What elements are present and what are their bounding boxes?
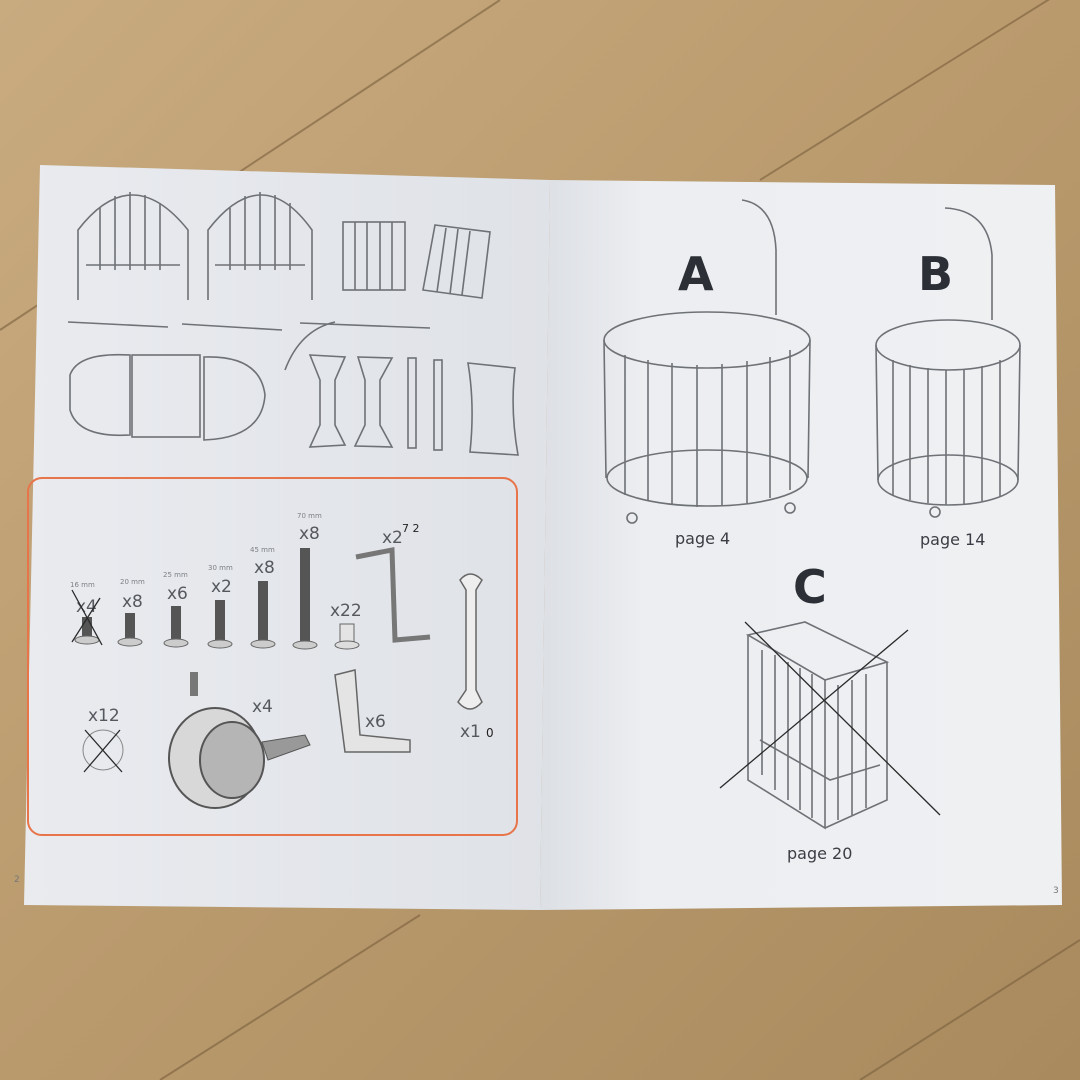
svg-text:page 14: page 14 bbox=[920, 530, 985, 549]
hardware-box bbox=[27, 477, 518, 836]
svg-text:25 mm: 25 mm bbox=[163, 571, 188, 579]
svg-text:7 2: 7 2 bbox=[402, 522, 420, 535]
svg-text:20 mm: 20 mm bbox=[120, 578, 145, 586]
svg-text:16 mm: 16 mm bbox=[70, 581, 95, 589]
svg-text:70 mm: 70 mm bbox=[297, 512, 322, 520]
option-b: B page 14 bbox=[875, 207, 1021, 549]
sleeve-nut: x22 bbox=[330, 601, 362, 650]
svg-text:x6: x6 bbox=[365, 712, 386, 732]
svg-text:x12: x12 bbox=[88, 706, 120, 726]
table-illustration bbox=[745, 621, 890, 830]
svg-text:x6: x6 bbox=[167, 584, 188, 604]
svg-text:page 20: page 20 bbox=[787, 844, 852, 863]
screw-25mm: 25 mm x6 bbox=[163, 571, 189, 648]
svg-text:x2: x2 bbox=[382, 528, 403, 548]
svg-text:45 mm: 45 mm bbox=[250, 546, 275, 554]
round-crib-illustration bbox=[875, 207, 1021, 518]
svg-text:x8: x8 bbox=[254, 558, 275, 578]
svg-text:x8: x8 bbox=[299, 524, 320, 544]
left-page: 16 mm x4 20 mm x8 25 mm x6 30 mm x2 45 m… bbox=[14, 165, 550, 910]
svg-text:x4: x4 bbox=[252, 697, 273, 717]
option-c: C page 20 bbox=[719, 560, 941, 863]
wrench: x1 0 bbox=[457, 573, 494, 742]
angle-bracket: x6 bbox=[334, 669, 411, 753]
svg-text:x2: x2 bbox=[211, 577, 232, 597]
handwritten-cross bbox=[719, 621, 941, 816]
svg-text:0: 0 bbox=[486, 726, 494, 740]
right-page: A page 4 B page 14 C bbox=[540, 180, 1062, 910]
svg-text:page 4: page 4 bbox=[675, 529, 730, 548]
caster-wheel: x4 bbox=[168, 672, 311, 809]
screw-30mm: 30 mm x2 bbox=[207, 564, 233, 649]
crib-end-panel bbox=[67, 192, 519, 456]
page-number-left: 2 bbox=[14, 875, 20, 885]
screw-45mm: 45 mm x8 bbox=[250, 546, 276, 649]
svg-text:x22: x22 bbox=[330, 601, 362, 621]
screw-16mm: 16 mm x4 bbox=[70, 581, 103, 646]
oval-crib-illustration bbox=[603, 199, 811, 524]
svg-text:A: A bbox=[678, 247, 714, 301]
svg-text:30 mm: 30 mm bbox=[208, 564, 233, 572]
svg-text:B: B bbox=[918, 247, 953, 301]
screw-70mm: 70 mm x8 bbox=[292, 512, 322, 650]
screw-20mm: 20 mm x8 bbox=[117, 578, 145, 647]
hole-cap: x12 bbox=[82, 706, 124, 773]
svg-text:x1: x1 bbox=[460, 722, 481, 742]
svg-text:x8: x8 bbox=[122, 592, 143, 612]
option-a: A page 4 bbox=[603, 199, 811, 548]
page-number-right: 3 bbox=[1053, 886, 1059, 896]
crossed-out-mark bbox=[71, 589, 103, 646]
svg-text:C: C bbox=[793, 560, 827, 614]
allen-key: x2 7 2 bbox=[355, 522, 431, 643]
